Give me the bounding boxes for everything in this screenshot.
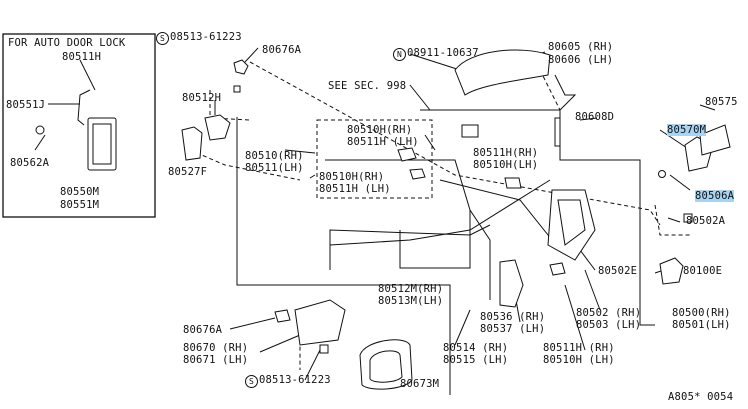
label-80670: 80670 (RH)	[183, 342, 249, 354]
rod-80608D	[554, 117, 561, 147]
label-80515: 80515 (LH)	[443, 354, 509, 366]
bolt-80506A	[658, 170, 666, 178]
dash-guide-1	[249, 61, 661, 226]
bolt-80502A	[683, 213, 693, 223]
rod-2	[329, 179, 551, 246]
label-80575: 80575	[705, 96, 738, 108]
label-80500-rh: 80500(RH)	[672, 307, 731, 319]
actuator-80536	[499, 259, 524, 308]
label-80506A: 80506A	[695, 190, 735, 202]
label-80676A-bot: 80676A	[183, 324, 223, 336]
label-80608D: 80608D	[575, 111, 615, 123]
label-80510-rh-b: 80510(RH)	[245, 150, 304, 162]
label-80501-lh: 80501(LH)	[672, 319, 731, 331]
screw-top	[233, 59, 249, 75]
control-unit	[87, 117, 117, 171]
part-80527F	[181, 126, 203, 161]
label-80512H: 80512H	[182, 92, 222, 104]
dash-guide-5	[189, 149, 301, 181]
part-80100E	[659, 257, 684, 285]
rod-6	[554, 74, 577, 111]
bolt-inset	[35, 125, 45, 135]
clip-80511-d	[549, 262, 566, 276]
inside-handle-bracket	[294, 299, 346, 346]
label-80510H-rh-a: 80510H(RH)	[347, 124, 413, 136]
diagram-code: A805* 0054	[668, 391, 734, 403]
label-80605: 80605 (RH)	[548, 41, 614, 53]
label-80527F: 80527F	[168, 166, 208, 178]
label-80511H-lh-a: 80511H (LH)	[347, 136, 419, 148]
clip-80510-c	[504, 177, 522, 189]
label-80511H-rh-e: 80511H (RH)	[543, 342, 615, 354]
label-80511H-inset: 80511H	[62, 51, 102, 63]
label-80676A-top: 80676A	[262, 44, 302, 56]
label-80100E: 80100E	[683, 265, 723, 277]
label-80512M: 80512M(RH)	[378, 283, 444, 295]
label-80510H-lh-e: 80510H (LH)	[543, 354, 615, 366]
clip-left	[461, 124, 479, 138]
door-lock-assy	[547, 189, 596, 261]
n-symbol: N	[393, 48, 406, 61]
main-frame-line	[236, 117, 451, 395]
screw-bot	[319, 344, 329, 354]
label-80513M: 80513M(LH)	[378, 295, 444, 307]
label-80510H-rh-c: 80510H(RH)	[319, 171, 385, 183]
label-80551J: 80551J	[6, 99, 46, 111]
label-80502-rh: 80502 (RH)	[576, 307, 642, 319]
inset-frame	[2, 33, 156, 218]
label-80551M: 80551M	[60, 199, 100, 211]
label-80511H-rh-d: 80511H(RH)	[473, 147, 539, 159]
s-symbol: S	[156, 32, 169, 45]
outside-handle	[454, 49, 551, 96]
label-80537: 80537 (LH)	[480, 323, 546, 335]
inset-title: FOR AUTO DOOR LOCK	[8, 37, 126, 49]
clip-80676A-bot	[274, 309, 291, 323]
screw-small	[233, 85, 241, 93]
label-80511-lh-b: 80511(LH)	[245, 162, 304, 174]
main-frame-right	[420, 109, 655, 326]
label-80503-lh: 80503 (LH)	[576, 319, 642, 331]
label-80673M: 80673M	[400, 378, 440, 390]
clip-80510-a	[397, 147, 417, 162]
label-80606: 80606 (LH)	[548, 54, 614, 66]
rod-bracket-1	[204, 114, 231, 141]
dash-guide-3	[654, 204, 690, 236]
escutcheon-80673M	[359, 339, 413, 390]
label-80562A: 80562A	[10, 157, 50, 169]
label-80536: 80536 (RH)	[480, 311, 546, 323]
label-80502A: 80502A	[686, 215, 726, 227]
plate-80575	[699, 124, 731, 156]
label-80570M: 80570M	[667, 124, 707, 136]
clip-80510-b	[409, 168, 426, 180]
label-80550M: 80550M	[60, 186, 100, 198]
label-80502E: 80502E	[598, 265, 638, 277]
s-symbol-bot: S	[245, 375, 258, 388]
dash-box-1	[316, 119, 433, 199]
label-see-sec: SEE SEC. 998	[328, 80, 407, 92]
label-80510H-lh-d: 80510H(LH)	[473, 159, 539, 171]
rod-3	[329, 224, 491, 270]
label-80514: 80514 (RH)	[443, 342, 509, 354]
label-80511H-lh-c: 80511H (LH)	[319, 183, 391, 195]
rod-4	[399, 210, 471, 269]
rod-5	[439, 179, 561, 251]
label-80671: 80671 (LH)	[183, 354, 249, 366]
rod-inset	[77, 89, 91, 126]
